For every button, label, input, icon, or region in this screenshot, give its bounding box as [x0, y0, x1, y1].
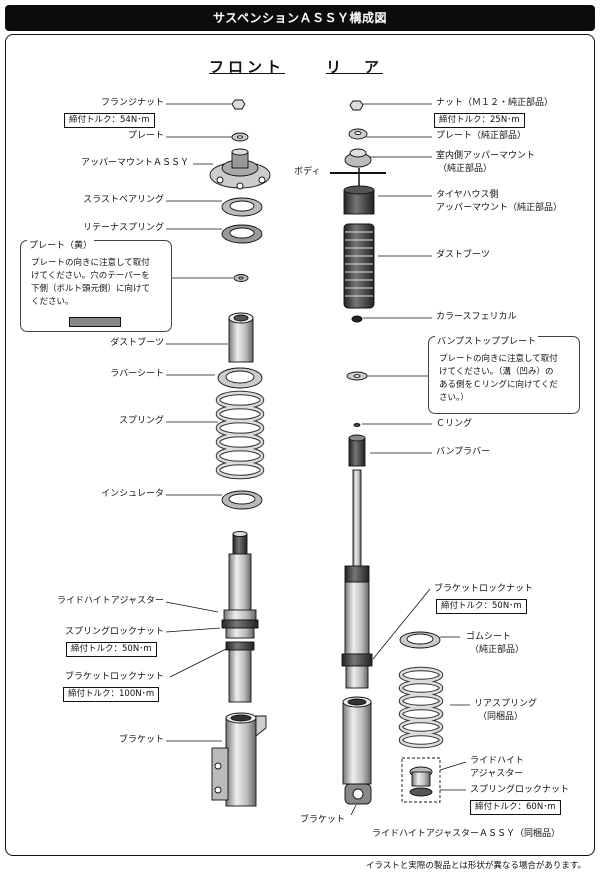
front-dust-boot-label: ダストブーツ [110, 338, 164, 348]
rear-bracket-label: ブラケット [300, 815, 346, 825]
rear-tire-house-mount-sub: アッパーマウント（純正部品） [436, 203, 563, 213]
front-bracket-lock-nut-label: ブラケットロックナット [64, 672, 164, 682]
front-spring-lock-nut-label: スプリングロックナット [64, 627, 164, 637]
front-insulator-label: インシュレータ [101, 489, 164, 499]
plate-cross-section-icon [69, 317, 121, 327]
front-note-line: プレートの向きに注意して取付 [31, 258, 150, 268]
front-flange-nut-torque: 締付トルク：54N･m [64, 113, 155, 128]
rear-body-label: ボディ [294, 167, 321, 177]
rear-nut-torque: 締付トルク：25N･m [434, 113, 525, 128]
front-spring-label: スプリング [118, 416, 164, 426]
front-retainer-spring-label: リテーナスプリング [82, 223, 164, 233]
diagram-title: サスペンションＡＳＳＹ構成図 [5, 5, 595, 31]
rear-dust-boot-label: ダストブーツ [436, 250, 490, 260]
rear-spring-lock-nut-label: スプリングロックナット [470, 785, 570, 795]
front-rubber-sheet-label: ラバーシート [110, 369, 164, 379]
front-bracket-lock-nut-torque: 締付トルク：100N･m [63, 687, 160, 702]
front-heading: フロント [209, 58, 286, 76]
rear-ride-height-assy-label: ライドハイトアジャスターＡＳＳＹ（同梱品） [372, 829, 561, 839]
rear-collar-label: カラースフェリカル [436, 312, 517, 322]
rear-note-line: けてください。（溝（凹み）の [439, 367, 554, 377]
front-flange-nut-label: フランジナット [100, 98, 164, 108]
front-note-title: プレート（黄） [27, 240, 95, 253]
rear-rubber-sheet-label: ゴムシート [466, 632, 512, 642]
front-note-line: 下側（ボルト頭元側）に向けて [31, 284, 151, 294]
front-spring-lock-nut-torque: 締付トルク：50N･m [66, 642, 157, 657]
diagram-frame [5, 34, 595, 856]
front-upper-mount-label: アッパーマウントＡＳＳＹ [80, 158, 189, 168]
rear-rubber-sheet-sub: （純正部品） [470, 645, 525, 655]
rear-spring-lock-nut-torque: 締付トルク：60N･m [470, 800, 561, 815]
rear-nut-label: ナット（Ｍ１２・純正部品） [436, 98, 554, 108]
rear-bump-stop-note: バンプストッププレート プレートの向きに注意して取付 けてください。（溝（凹み）… [428, 336, 580, 414]
rear-bump-rubber-label: バンプラバー [436, 447, 491, 457]
rear-inner-mount-sub: （純正部品） [438, 164, 493, 174]
rear-plate-label: プレート（純正部品） [436, 131, 527, 141]
disclaimer-footer: イラストと実際の製品とは形状が異なる場合があります。 [366, 861, 586, 871]
rear-c-ring-label: Ｃリング [436, 419, 473, 429]
front-note-line: けてください。穴のテーパーを [31, 271, 150, 281]
front-plate-label: プレート [127, 131, 164, 141]
rear-bracket-lock-nut-torque: 締付トルク：50N･m [436, 599, 527, 614]
rear-note-line: さい。） [439, 393, 469, 403]
front-bracket-label: ブラケット [118, 735, 164, 745]
rear-heading: リ ア [326, 58, 384, 76]
front-plate-note: プレート（黄） プレートの向きに注意して取付 けてください。穴のテーパーを 下側… [20, 240, 172, 332]
rear-ride-height-label: ライドハイト [470, 756, 524, 766]
front-note-line: ください。 [31, 297, 74, 307]
rear-ride-height-sub: アジャスター [470, 769, 524, 779]
rear-tire-house-mount-label: タイヤハウス側 [436, 190, 499, 200]
rear-bracket-lock-nut-label: ブラケットロックナット [434, 584, 534, 594]
rear-note-title: バンプストッププレート [435, 336, 539, 349]
rear-spring-label: リアスプリング [474, 699, 538, 709]
rear-spring-sub: （同梱品） [478, 712, 524, 722]
rear-note-line: ある側をＣリングに向けてくだ [439, 380, 558, 390]
rear-inner-mount-label: 室内側アッパーマウント [436, 151, 536, 161]
rear-note-line: プレートの向きに注意して取付 [439, 354, 558, 364]
front-ride-height-adjuster-label: ライドハイトアジャスター [56, 596, 164, 606]
front-thrust-bearing-label: スラストベアリング [83, 195, 164, 205]
